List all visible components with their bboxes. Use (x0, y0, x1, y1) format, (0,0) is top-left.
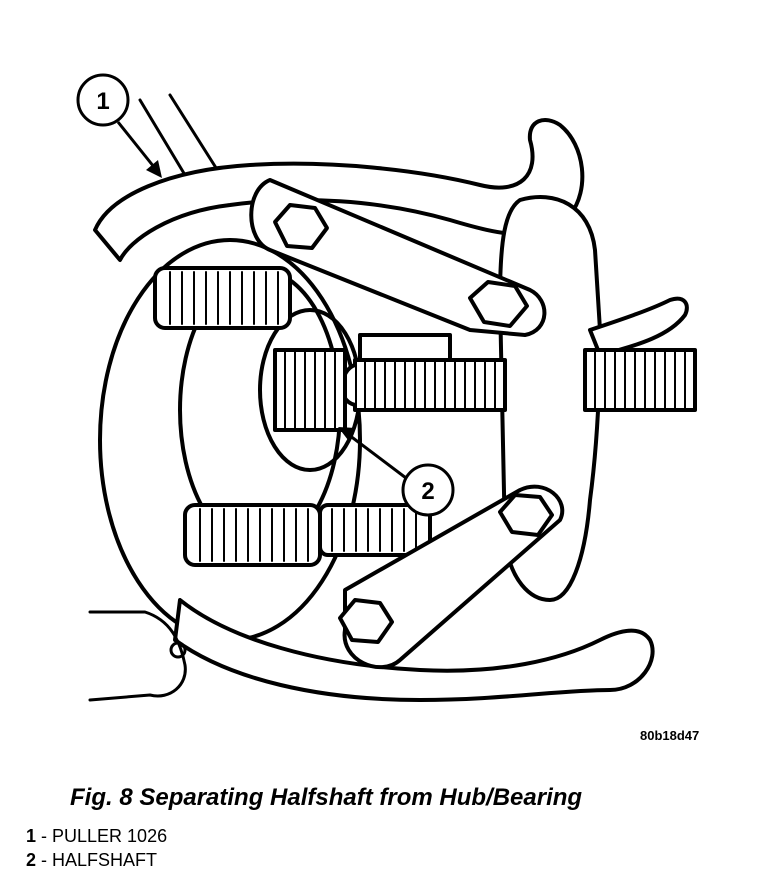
forcing-screw-threads (364, 361, 496, 409)
halfshaft-spline (594, 351, 686, 409)
wheel-stud-bottom-threads (199, 508, 309, 562)
puller-right-jaw (588, 296, 689, 357)
puller-illustration: 1 2 (76, 73, 697, 702)
figure-code: 80b18d47 (640, 728, 700, 743)
halfshaft-stub (273, 348, 347, 432)
forcing-screw (353, 358, 507, 412)
wheel-stud-top (153, 266, 292, 330)
legend-item: 1 - PULLER 1026 (26, 824, 167, 848)
legend: 1 - PULLER 1026 2 - HALFSHAFT (26, 824, 167, 872)
legend-number: 1 (26, 826, 37, 846)
wheel-stud-bottom-right (318, 503, 432, 557)
callout-1-circle (76, 73, 130, 127)
top-brace-bolt-right (468, 280, 529, 328)
legend-separator: - (36, 850, 53, 870)
callout-1-arrowhead (146, 160, 162, 178)
callout-2-circle (401, 463, 455, 517)
legend-item: 2 - HALFSHAFT (26, 848, 167, 872)
callout-2-arrowhead (338, 427, 356, 440)
halfshaft-body (583, 348, 697, 412)
callout-2-leader (344, 430, 407, 480)
bottom-brace-bolt-top (498, 493, 554, 537)
callout-1-leader (116, 121, 160, 173)
callout-2: 2 (338, 427, 455, 517)
legend-text: HALFSHAFT (52, 850, 158, 870)
knuckle-outline (88, 610, 187, 702)
legend-text: PULLER 1026 (52, 826, 168, 846)
bottom-brace-bar (342, 484, 565, 670)
second-stud (358, 333, 452, 362)
callout-1: 1 (76, 73, 162, 178)
figure-caption: Fig. 8 Separating Halfshaft from Hub/Bea… (70, 784, 583, 811)
wheel-stud-bottom-right-threads (331, 508, 417, 552)
top-brace-bolt-left (273, 203, 329, 250)
callout-2-number: 2 (421, 478, 434, 505)
knuckle-hole (169, 641, 187, 659)
bottom-brace-bolt-bottom (338, 598, 394, 644)
wheel-stud-top-threads (169, 271, 279, 325)
halfshaft-stub-threads (284, 351, 336, 429)
legend-number: 2 (26, 850, 37, 870)
wheel-stud-bottom (183, 503, 322, 567)
legend-separator: - (36, 826, 53, 846)
callout-1-number: 1 (96, 88, 109, 115)
